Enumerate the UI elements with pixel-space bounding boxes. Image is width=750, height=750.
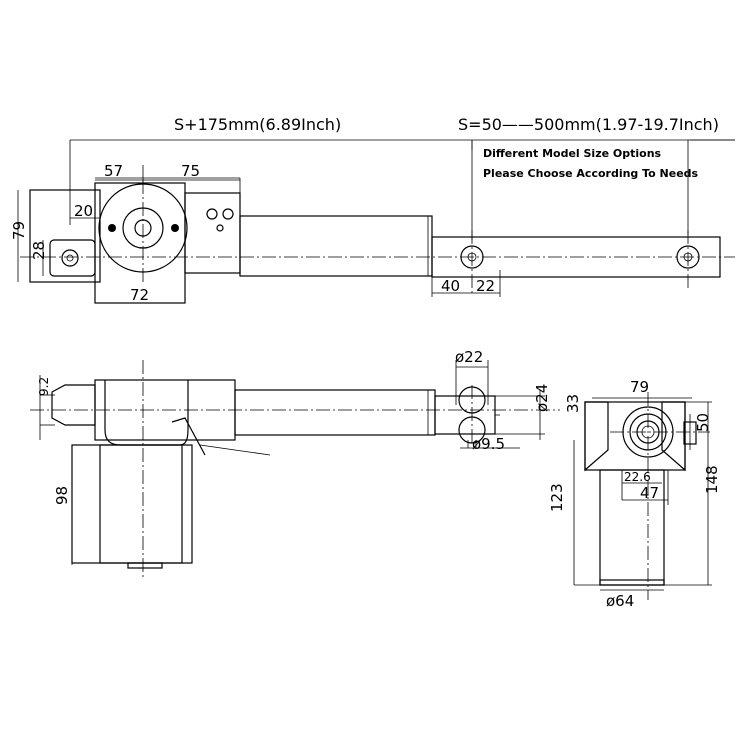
dim-57: 57: [104, 162, 123, 180]
dim-phi-64: ø64: [606, 592, 634, 610]
dim-phi-9-5: ø9.5: [472, 435, 505, 453]
stroke-range-label: S=50——500mm(1.97-19.7Inch): [458, 115, 719, 134]
dim-33: 33: [564, 394, 582, 413]
dim-79-end: 79: [630, 378, 649, 396]
note-line-2: Please Choose According To Needs: [483, 167, 699, 180]
dim-72: 72: [130, 286, 149, 304]
dim-148: 148: [703, 465, 721, 494]
dim-20: 20: [74, 202, 93, 220]
dim-phi-22: ø22: [455, 348, 483, 366]
note-line-1: Different Model Size Options: [483, 147, 662, 160]
top-view: [17, 165, 735, 304]
dim-50: 50: [694, 413, 712, 432]
dim-75: 75: [181, 162, 200, 180]
dim-22-6: 22.6: [624, 470, 651, 484]
dim-9-2: 9.2: [37, 377, 51, 396]
side-view: [30, 360, 560, 580]
dim-123: 123: [548, 483, 566, 512]
stroke-total-label: S+175mm(6.89Inch): [174, 115, 341, 134]
dim-40: 40: [441, 277, 460, 295]
dim-79-top: 79: [10, 221, 28, 240]
dim-28: 28: [30, 241, 48, 260]
dim-98: 98: [53, 486, 71, 505]
dim-47: 47: [640, 484, 659, 502]
end-view: [573, 392, 712, 600]
header-dimension-lines: [69, 139, 735, 240]
dim-22-top: 22: [476, 277, 495, 295]
dim-phi-24: ø24: [533, 384, 551, 412]
